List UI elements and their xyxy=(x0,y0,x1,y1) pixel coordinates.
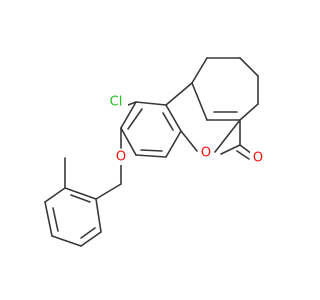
atom-oxygen-ring: O xyxy=(198,145,214,161)
atom-labels: Cl O O O xyxy=(105,94,266,166)
bond-tolyl-inner xyxy=(70,194,91,203)
atom-label-o-ring: O xyxy=(201,146,211,161)
bond-lines xyxy=(44,57,259,247)
atom-label-o-ether: O xyxy=(116,150,126,165)
bond-ring-cyclohexene xyxy=(239,57,259,77)
bond-aromatic xyxy=(120,127,137,156)
bond-aromatic xyxy=(120,101,137,129)
atom-chlorine: Cl xyxy=(105,94,128,110)
bond-aromatic xyxy=(165,82,193,106)
chemical-structure-diagram: Cl O O O xyxy=(44,57,266,247)
bond-aromatic xyxy=(165,104,182,132)
bond-ring-cyclohexene xyxy=(239,103,259,121)
atom-oxygen-carbonyl: O xyxy=(250,150,266,166)
bond-aromatic xyxy=(135,101,167,106)
bond-tolyl xyxy=(51,235,82,247)
bond-c-o-ring xyxy=(180,130,198,152)
atom-label-cl: Cl xyxy=(110,95,123,110)
bond-ch2-aryl xyxy=(95,183,122,200)
bond-tolyl xyxy=(80,231,102,247)
bond-c-cl xyxy=(127,101,137,106)
atom-oxygen-ether: O xyxy=(113,149,129,165)
bond-o-ring-c xyxy=(214,119,241,153)
bond-aromatic-inner xyxy=(162,112,174,131)
bond-aromatic xyxy=(165,130,182,158)
atom-label-o-carbonyl: O xyxy=(253,151,263,166)
bond-aromatic-inner xyxy=(127,108,143,130)
bond-ring-pyranone-double xyxy=(191,82,208,121)
bond-carbonyl-double-2 xyxy=(236,150,250,160)
bond-aromatic-inner xyxy=(140,149,163,152)
bond-tolyl xyxy=(64,187,97,200)
bond-tolyl-inner xyxy=(52,207,59,232)
bond-tolyl xyxy=(44,201,53,237)
bond-carbonyl-ring xyxy=(220,144,241,155)
bond-ring-cyclohexene xyxy=(191,57,208,84)
bond-tolyl xyxy=(44,187,66,203)
bond-tolyl xyxy=(95,198,102,233)
bond-tolyl-inner xyxy=(80,227,96,239)
bond-aromatic xyxy=(135,154,167,158)
